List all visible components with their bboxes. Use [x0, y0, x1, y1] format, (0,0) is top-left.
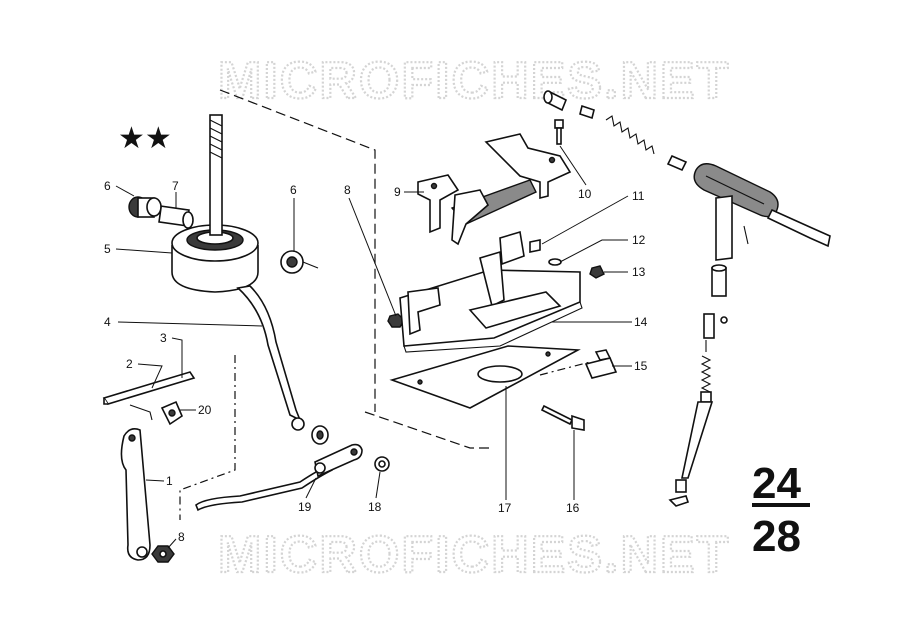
- callout-12: 12: [632, 233, 646, 247]
- mounting-bracket: [417, 133, 572, 246]
- callout-15: 15: [634, 359, 648, 373]
- hex-nut-lower: [151, 545, 175, 563]
- leader-12: [559, 239, 628, 263]
- watermark-bottom: MICROFICHES.NET: [218, 526, 730, 584]
- rod-bushing: [311, 425, 329, 445]
- callout-3: 3: [160, 331, 167, 345]
- leader-6a: [115, 185, 135, 197]
- callout-16: 16: [566, 501, 580, 515]
- dashed-outline-right: [539, 361, 591, 376]
- base-plate: [389, 345, 581, 409]
- return-spring: [605, 115, 655, 155]
- locating-pin: [529, 239, 541, 253]
- pivot-pin: [158, 205, 194, 229]
- leader-1: [145, 479, 165, 482]
- dashed-outline-lower: [364, 411, 490, 449]
- callout-8-upper: 8: [344, 183, 351, 197]
- bushing-right: [280, 250, 319, 274]
- hex-nut-upper: [387, 313, 405, 328]
- spacer-bushing: [666, 154, 688, 172]
- retaining-clip: [160, 400, 183, 426]
- leader-8b: [348, 197, 397, 317]
- leader-18: [375, 471, 381, 499]
- gear-lever-arm: [236, 285, 305, 431]
- callout-17: 17: [498, 501, 512, 515]
- leader-11: [541, 195, 629, 245]
- callout-7: 7: [172, 179, 179, 193]
- callout-14: 14: [634, 315, 648, 329]
- group-number-bottom: 28: [752, 512, 801, 561]
- selector-rod: [102, 371, 196, 421]
- callout-18: 18: [368, 500, 382, 514]
- callout-2: 2: [126, 357, 133, 371]
- star-marker: ★★: [118, 121, 172, 156]
- small-sleeve: [579, 104, 595, 120]
- callout-10: 10: [578, 187, 592, 201]
- square-nut: [589, 265, 605, 279]
- lock-washer: [374, 456, 390, 472]
- leader-19: [305, 477, 317, 499]
- group-number-divider: [752, 503, 810, 507]
- lock-cylinder: [543, 90, 568, 112]
- pushrod: [668, 340, 714, 507]
- watermark-top: MICROFICHES.NET: [218, 52, 730, 110]
- hex-bolt: [540, 404, 585, 431]
- leader-2: [137, 363, 163, 389]
- callout-5: 5: [104, 242, 111, 256]
- callout-9: 9: [394, 185, 401, 199]
- group-number-top: 24: [752, 459, 801, 508]
- callout-13: 13: [632, 265, 646, 279]
- shift-housing: [399, 230, 583, 353]
- spring-clip: [584, 349, 618, 379]
- dashed-outline-upper: [219, 89, 376, 412]
- leader-5: [115, 248, 173, 254]
- callout-4: 4: [104, 315, 111, 329]
- callout-6-left: 6: [104, 179, 111, 193]
- leader-4: [117, 321, 263, 327]
- guide-sleeve: [711, 264, 727, 297]
- group-number: 24 28: [752, 459, 810, 561]
- relay-lever: [120, 428, 151, 561]
- leader-3: [171, 337, 183, 378]
- callout-20: 20: [198, 403, 212, 417]
- gear-lever-shaft: [209, 114, 223, 236]
- dashed-outline-left: [179, 355, 236, 520]
- t-handle-grip: [693, 163, 831, 261]
- lock-pin: [703, 313, 728, 339]
- callout-6-right: 6: [290, 183, 297, 197]
- callout-11: 11: [632, 189, 645, 203]
- mounting-screw: [554, 119, 564, 145]
- leader-10: [559, 145, 587, 186]
- gear-lever-housing: [171, 224, 259, 293]
- callout-1: 1: [166, 474, 173, 488]
- bushing-left: [128, 196, 162, 218]
- rod-bracket: [314, 443, 363, 478]
- callout-8-lower: 8: [178, 530, 185, 544]
- callout-19: 19: [298, 500, 312, 514]
- leader-8a: [167, 538, 177, 549]
- flat-washer: [548, 258, 562, 266]
